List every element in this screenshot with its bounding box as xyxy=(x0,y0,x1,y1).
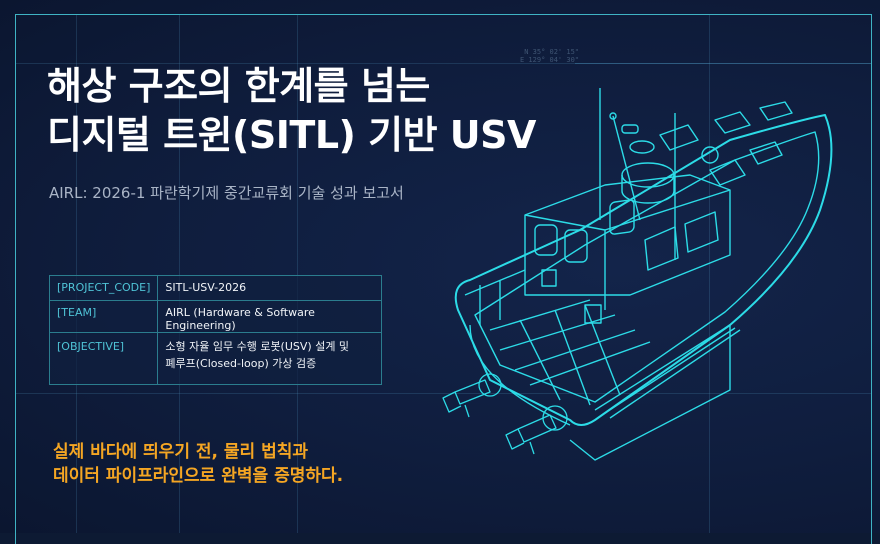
grid-line xyxy=(575,63,872,64)
title-line-1: 해상 구조의 한계를 넘는 xyxy=(47,64,430,108)
row-key: [PROJECT_CODE] xyxy=(48,275,159,301)
page-title: 해상 구조의 한계를 넘는 디지털 트윈(SITL) 기반 USV xyxy=(47,62,536,160)
objective-line-1: 소형 자율 임무 수행 로봇(USV) 설계 및 xyxy=(165,340,350,353)
usv-wireframe-icon xyxy=(442,88,833,461)
subtitle: AIRL: 2026-1 파란학기제 중간교류회 기술 성과 보고서 xyxy=(49,184,404,202)
blueprint-frame xyxy=(15,14,872,544)
row-value: 소형 자율 임무 수행 로봇(USV) 설계 및 폐루프(Closed-loop… xyxy=(157,332,382,385)
table-row: [OBJECTIVE] 소형 자율 임무 수행 로봇(USV) 설계 및 폐루프… xyxy=(48,332,382,385)
grid-line xyxy=(709,14,710,533)
latitude: N 35° 02' 15" xyxy=(524,48,580,56)
table-row: [PROJECT_CODE] SITL-USV-2026 xyxy=(48,275,382,301)
grid-line xyxy=(76,14,77,533)
grid-line xyxy=(15,63,872,64)
row-value: AIRL (Hardware & Software Engineering) xyxy=(157,300,382,333)
tagline-line-1: 실제 바다에 띄우기 전, 물리 법칙과 xyxy=(53,442,309,462)
coordinates-label: N 35° 02' 15" E 129° 04' 30" xyxy=(520,48,579,64)
table-row: [TEAM] AIRL (Hardware & Software Enginee… xyxy=(48,300,382,333)
row-value: SITL-USV-2026 xyxy=(157,275,382,301)
title-line-2: 디지털 트윈(SITL) 기반 USV xyxy=(47,113,536,157)
objective-line-2: 폐루프(Closed-loop) 가상 검증 xyxy=(165,357,317,370)
tagline-line-2: 데이터 파이프라인으로 완벽을 증명하다. xyxy=(53,466,344,486)
tagline: 실제 바다에 띄우기 전, 물리 법칙과 데이터 파이프라인으로 완벽을 증명하… xyxy=(53,440,343,488)
longitude: E 129° 04' 30" xyxy=(520,56,580,64)
grid-line xyxy=(15,393,872,394)
row-key: [TEAM] xyxy=(48,300,159,333)
grid-line xyxy=(297,14,298,533)
project-info-table: [PROJECT_CODE] SITL-USV-2026 [TEAM] AIRL… xyxy=(48,275,382,385)
row-key: [OBJECTIVE] xyxy=(48,332,159,385)
grid-line xyxy=(179,14,180,533)
